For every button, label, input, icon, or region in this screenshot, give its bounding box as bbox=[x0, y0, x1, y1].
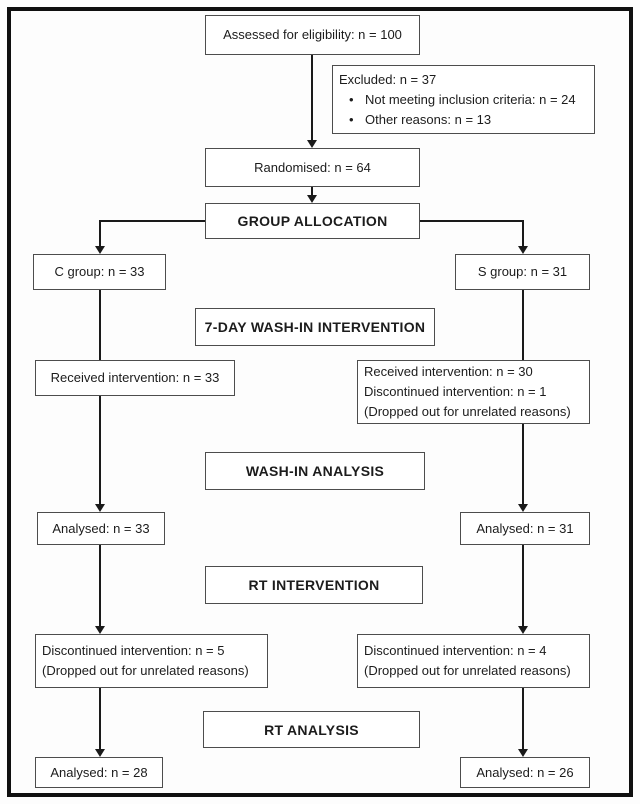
connector-allocation-left bbox=[99, 220, 205, 222]
box-analysed-rt-c: Analysed: n = 28 bbox=[35, 757, 163, 788]
connector-allocation-right bbox=[420, 220, 523, 222]
arrowhead-down-icon bbox=[95, 626, 105, 634]
label-received-s-line-1: Received intervention: n = 30 bbox=[364, 364, 533, 379]
label-rt-analysis: RT ANALYSIS bbox=[264, 721, 359, 738]
label-c-group: C group: n = 33 bbox=[54, 264, 145, 279]
connector-analysed-s-to-discontinued bbox=[522, 544, 524, 627]
label-assessed: Assessed for eligibility: n = 100 bbox=[223, 27, 402, 42]
box-received-intervention-c: Received intervention: n = 33 bbox=[35, 360, 235, 396]
box-washin-intervention: 7-DAY WASH-IN INTERVENTION bbox=[195, 308, 435, 346]
arrowhead-down-icon bbox=[518, 626, 528, 634]
label-analysed-washin-c: Analysed: n = 33 bbox=[52, 520, 150, 536]
label-analysed-rt-s: Analysed: n = 26 bbox=[476, 764, 574, 780]
connector-randomised-to-allocation bbox=[311, 187, 313, 196]
arrowhead-down-icon bbox=[518, 504, 528, 512]
connector-discontinued-c-to-analysed bbox=[99, 688, 101, 750]
label-excluded-bullet-1: Not meeting inclusion criteria: n = 24 bbox=[339, 90, 576, 110]
label-excluded-title: Excluded: n = 37 bbox=[339, 71, 437, 87]
arrowhead-down-icon bbox=[95, 504, 105, 512]
label-received-c: Received intervention: n = 33 bbox=[50, 370, 220, 385]
box-discontinued-c: Discontinued intervention: n = 5 (Droppe… bbox=[35, 634, 268, 688]
box-received-intervention-s: Received intervention: n = 30 Discontinu… bbox=[357, 360, 590, 424]
arrowhead-down-icon bbox=[307, 140, 317, 148]
box-c-group: C group: n = 33 bbox=[33, 254, 166, 290]
arrowhead-down-icon bbox=[95, 246, 105, 254]
label-analysed-washin-s: Analysed: n = 31 bbox=[476, 520, 574, 536]
label-received-s-line-3: (Dropped out for unrelated reasons) bbox=[364, 404, 571, 419]
connector-allocation-to-cgroup bbox=[99, 220, 101, 247]
connector-analysed-c-to-discontinued bbox=[99, 544, 101, 627]
box-washin-analysis: WASH-IN ANALYSIS bbox=[205, 452, 425, 490]
connector-allocation-to-sgroup bbox=[522, 220, 524, 247]
label-randomised: Randomised: n = 64 bbox=[254, 159, 371, 175]
arrowhead-down-icon bbox=[307, 195, 317, 203]
arrowhead-down-icon bbox=[518, 749, 528, 757]
label-washin-analysis: WASH-IN ANALYSIS bbox=[245, 463, 385, 479]
box-s-group: S group: n = 31 bbox=[455, 254, 590, 290]
label-s-group: S group: n = 31 bbox=[477, 264, 568, 279]
label-discontinued-c-line-1: Discontinued intervention: n = 5 bbox=[42, 643, 225, 658]
box-excluded: Excluded: n = 37 Not meeting inclusion c… bbox=[332, 65, 595, 134]
label-discontinued-s-line-2: (Dropped out for unrelated reasons) bbox=[364, 663, 571, 678]
connector-discontinued-s-to-analysed bbox=[522, 688, 524, 750]
box-rt-intervention: RT INTERVENTION bbox=[205, 566, 423, 604]
arrowhead-down-icon bbox=[95, 749, 105, 757]
connector-cgroup-to-received bbox=[99, 290, 101, 362]
label-excluded-bullet-2: Other reasons: n = 13 bbox=[339, 110, 491, 130]
box-group-allocation: GROUP ALLOCATION bbox=[205, 203, 420, 239]
label-discontinued-c-line-2: (Dropped out for unrelated reasons) bbox=[42, 663, 249, 678]
label-received-s-line-2: Discontinued intervention: n = 1 bbox=[364, 384, 547, 399]
box-discontinued-s: Discontinued intervention: n = 4 (Droppe… bbox=[357, 634, 590, 688]
box-randomised: Randomised: n = 64 bbox=[205, 148, 420, 187]
connector-received-c-to-analysed bbox=[99, 396, 101, 505]
label-washin-intervention: 7-DAY WASH-IN INTERVENTION bbox=[204, 319, 426, 335]
label-discontinued-s-line-1: Discontinued intervention: n = 4 bbox=[364, 643, 547, 658]
label-group-allocation: GROUP ALLOCATION bbox=[237, 213, 388, 229]
box-analysed-rt-s: Analysed: n = 26 bbox=[460, 757, 590, 788]
box-assessed-eligibility: Assessed for eligibility: n = 100 bbox=[205, 15, 420, 55]
label-analysed-rt-c: Analysed: n = 28 bbox=[50, 764, 148, 780]
connector-assessed-to-randomised bbox=[311, 55, 313, 141]
box-analysed-washin-s: Analysed: n = 31 bbox=[460, 512, 590, 545]
connector-sgroup-to-received bbox=[522, 290, 524, 362]
arrowhead-down-icon bbox=[518, 246, 528, 254]
box-rt-analysis: RT ANALYSIS bbox=[203, 711, 420, 748]
connector-received-s-to-analysed bbox=[522, 424, 524, 505]
box-analysed-washin-c: Analysed: n = 33 bbox=[37, 512, 165, 545]
label-rt-intervention: RT INTERVENTION bbox=[248, 577, 380, 593]
